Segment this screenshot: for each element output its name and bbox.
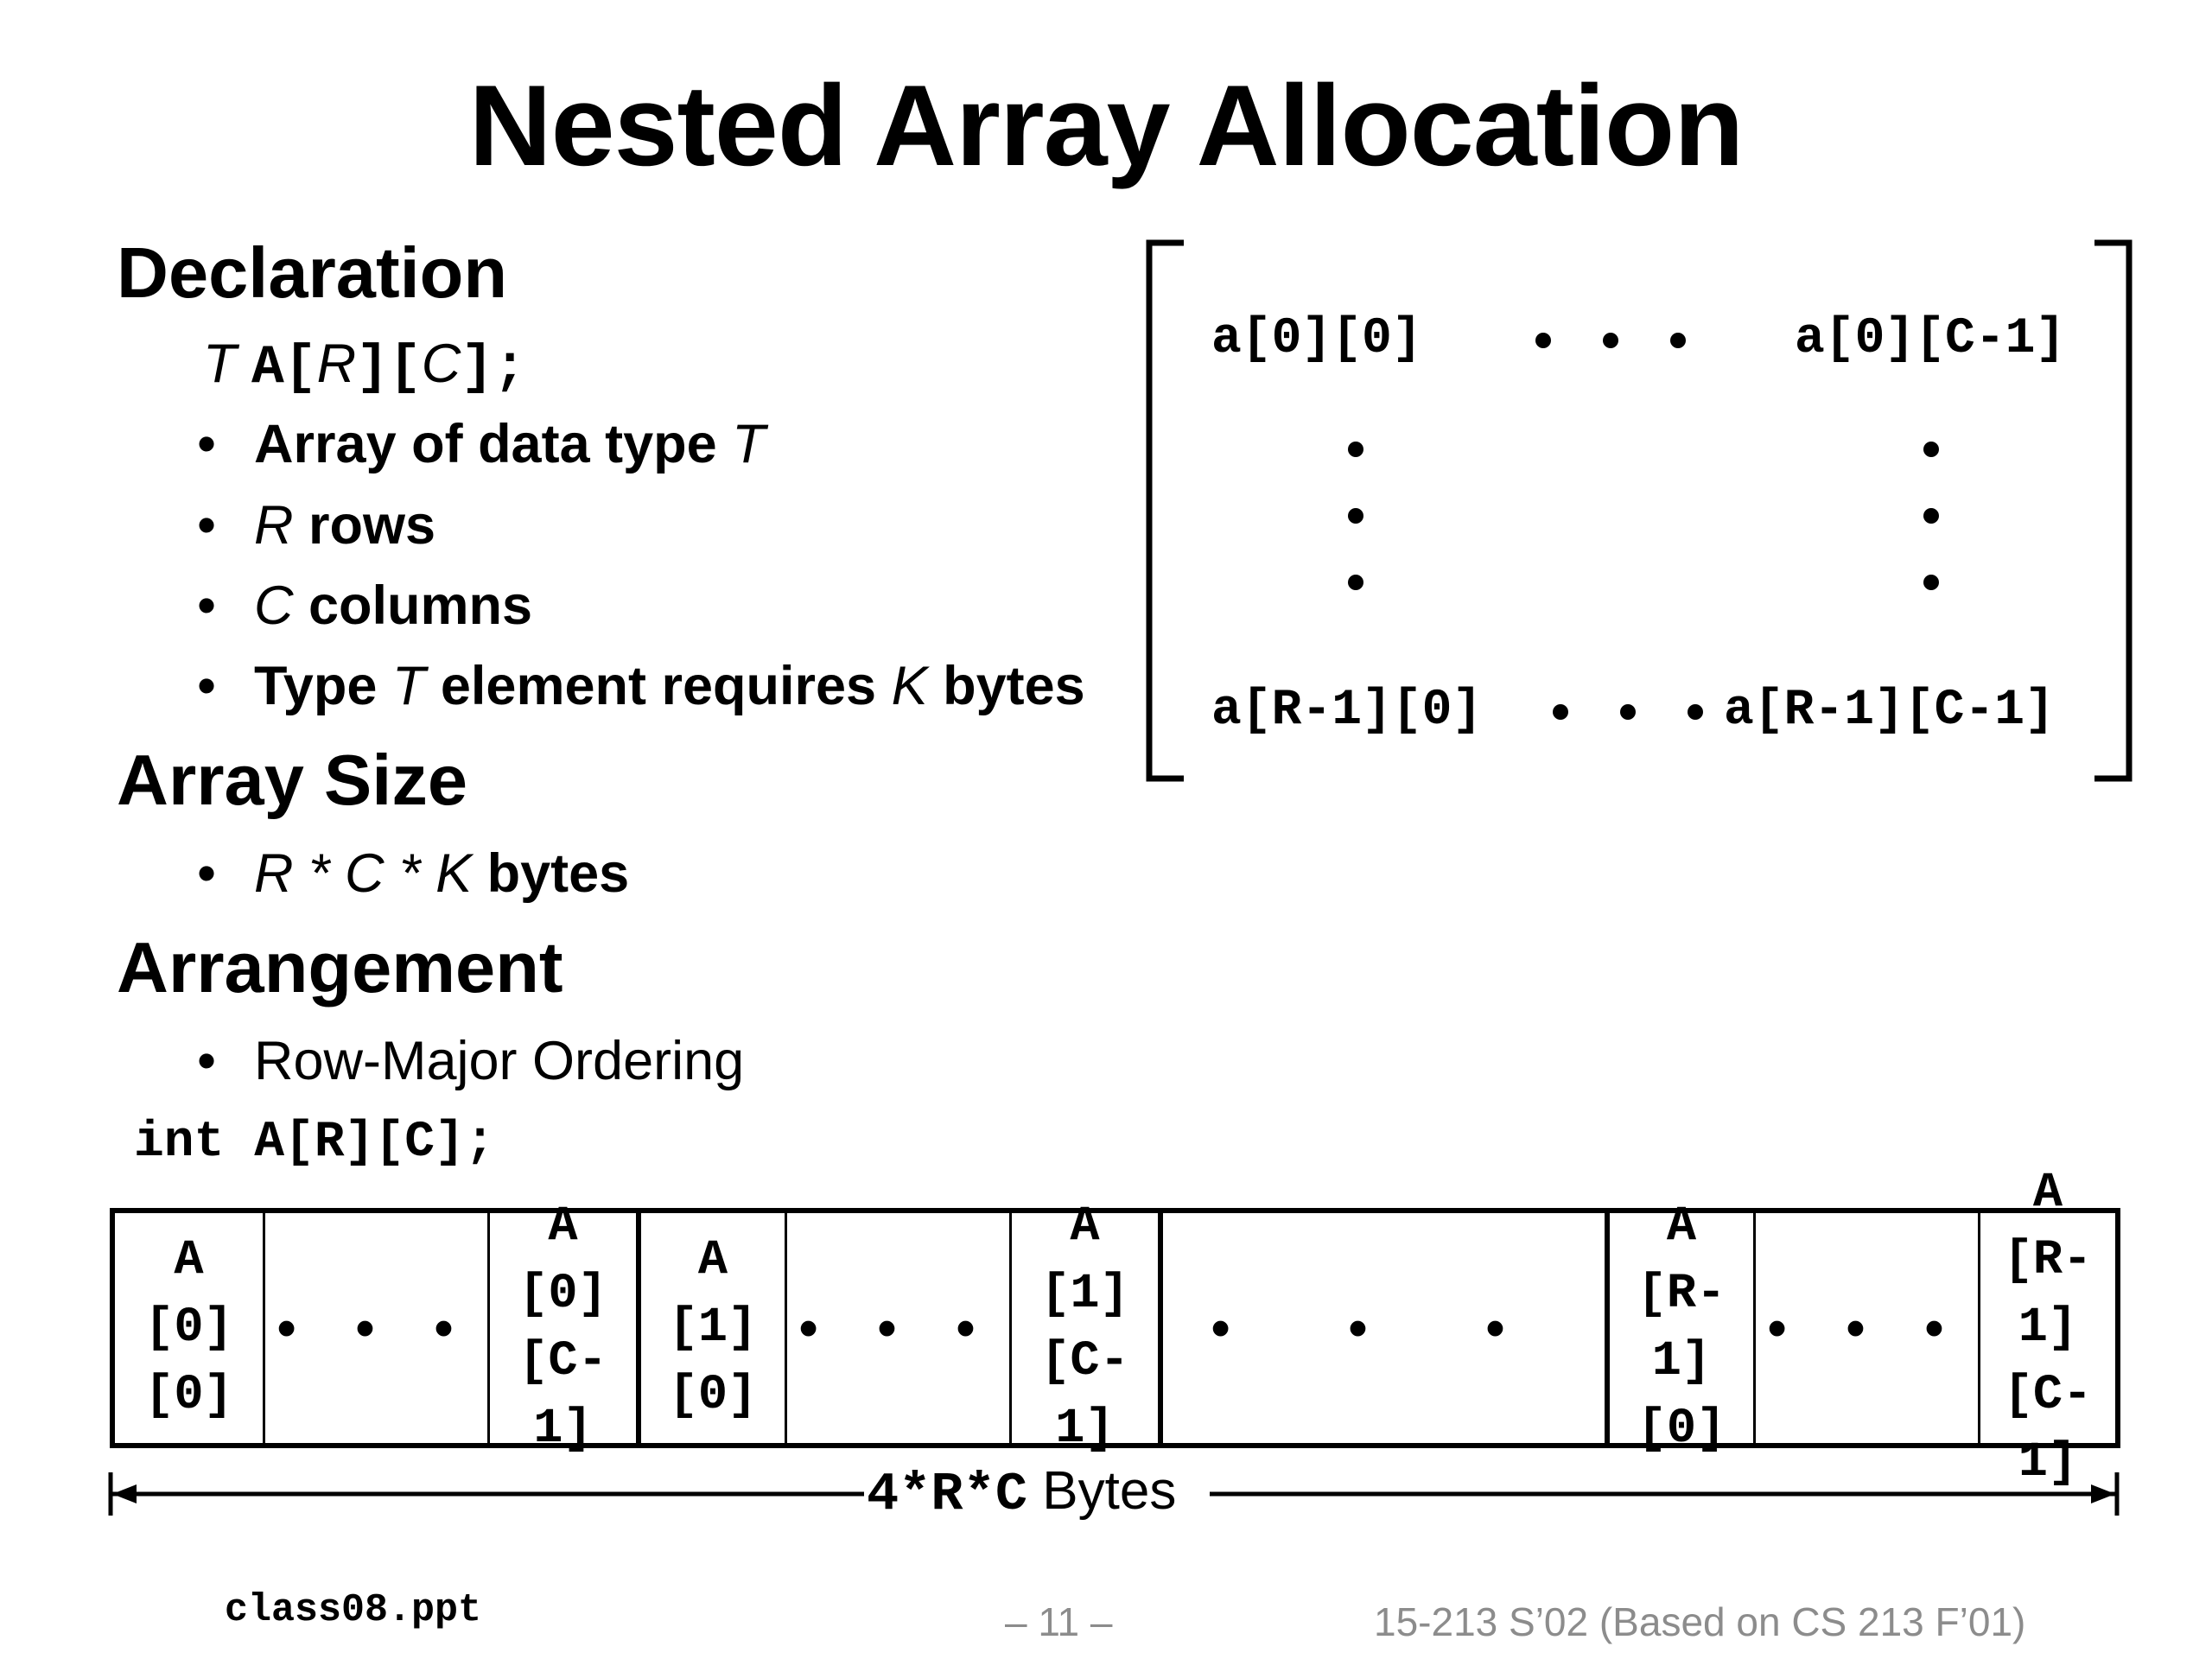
memory-cell: A[R-1][C-1] bbox=[1978, 1166, 2115, 1491]
ellipsis-dot bbox=[1688, 704, 1703, 720]
declaration-code: T A[R][C]; bbox=[203, 333, 526, 398]
footer-filename: class08.ppt bbox=[225, 1588, 482, 1632]
footer-course: 15-213 S’02 (Based on CS 213 F’01) bbox=[1374, 1599, 2026, 1644]
memory-cell: A[0][C-1] bbox=[487, 1199, 636, 1457]
size-unit: Bytes bbox=[1042, 1461, 1177, 1521]
bullet-dot: • bbox=[197, 575, 217, 636]
right-bracket bbox=[2094, 239, 2133, 782]
memory-cell-ellipsis: • • • bbox=[263, 1213, 487, 1443]
bullet-columns: •C columns bbox=[197, 575, 533, 636]
ellipsis-dot bbox=[1553, 704, 1568, 720]
memory-cell-ellipsis: • • • bbox=[785, 1213, 1009, 1443]
array-name: A[ bbox=[251, 337, 317, 398]
size-label: 4*R*C Bytes bbox=[867, 1460, 1176, 1525]
ellipsis-dot bbox=[1923, 442, 1939, 457]
ellipsis-dot bbox=[1923, 575, 1939, 590]
array-size-heading: Array Size bbox=[117, 740, 468, 820]
size-arrow bbox=[108, 1472, 2120, 1516]
memory-cell-ellipsis: • • • bbox=[1753, 1213, 1978, 1443]
ellipsis-dot bbox=[1603, 333, 1618, 348]
matrix-brackets bbox=[1146, 239, 2133, 782]
matrix-bottom-left: a[R-1][0] bbox=[1211, 683, 1483, 739]
matrix-top-right: a[0][C-1] bbox=[1795, 311, 2066, 367]
ellipsis-dot bbox=[1348, 575, 1363, 590]
memory-cell: A[R-1][0] bbox=[1605, 1199, 1753, 1457]
matrix-diagram: a[0][0] a[0][C-1] a[R-1][0] a[R-1][C-1] bbox=[1142, 238, 2136, 784]
footer-page-number: – 11 – bbox=[1005, 1599, 1113, 1644]
memory-layout: A[0][0] • • • A[0][C-1] A[1][0] • • • A[… bbox=[110, 1166, 2120, 1491]
arrow-right-head bbox=[2091, 1484, 2115, 1503]
arrow-left-head bbox=[112, 1484, 137, 1503]
memory-cell: A[1][C-1] bbox=[1009, 1199, 1158, 1457]
memory-cell: A[0][0] bbox=[144, 1233, 233, 1423]
memory-cell: A[1][0] bbox=[636, 1213, 785, 1443]
size-code: 4*R*C bbox=[867, 1464, 1028, 1525]
cols-var: C bbox=[421, 334, 461, 394]
bullet-dot: • bbox=[197, 843, 217, 904]
ellipsis-dot bbox=[1348, 508, 1363, 524]
left-bracket bbox=[1146, 239, 1184, 782]
bullet-data-type: •Array of data type T bbox=[197, 414, 766, 474]
ellipsis-dot bbox=[1923, 508, 1939, 524]
arrangement-heading: Arrangement bbox=[117, 927, 563, 1007]
declaration-heading: Declaration bbox=[117, 232, 508, 313]
bracket-end: ]; bbox=[461, 337, 526, 398]
ellipsis-dot bbox=[1535, 333, 1551, 348]
ellipsis-dot bbox=[1348, 442, 1363, 457]
bracket-mid: ][ bbox=[356, 337, 422, 398]
bullet-dot: • bbox=[197, 414, 217, 474]
bullet-size-formula: •R * C * K bytes bbox=[197, 843, 630, 904]
bullet-rows: •R rows bbox=[197, 495, 436, 556]
bullet-element-size: •Type T element requires K bytes bbox=[197, 656, 1085, 716]
bullet-row-major: •Row-Major Ordering bbox=[197, 1031, 745, 1091]
page-title: Nested Array Allocation bbox=[468, 62, 1745, 190]
matrix-top-left: a[0][0] bbox=[1211, 311, 1422, 367]
rows-var: R bbox=[316, 334, 357, 394]
int-declaration-code: int A[R][C]; bbox=[134, 1115, 495, 1171]
bullet-dot: • bbox=[197, 656, 217, 716]
ellipsis-dot bbox=[1670, 333, 1686, 348]
memory-cell-ellipsis: • • • bbox=[1158, 1213, 1605, 1443]
ellipsis-dot bbox=[1620, 704, 1636, 720]
type-var: T bbox=[203, 334, 237, 394]
matrix-bottom-right: a[R-1][C-1] bbox=[1724, 683, 2055, 739]
bullet-dot: • bbox=[197, 1031, 217, 1091]
bullet-dot: • bbox=[197, 495, 217, 556]
